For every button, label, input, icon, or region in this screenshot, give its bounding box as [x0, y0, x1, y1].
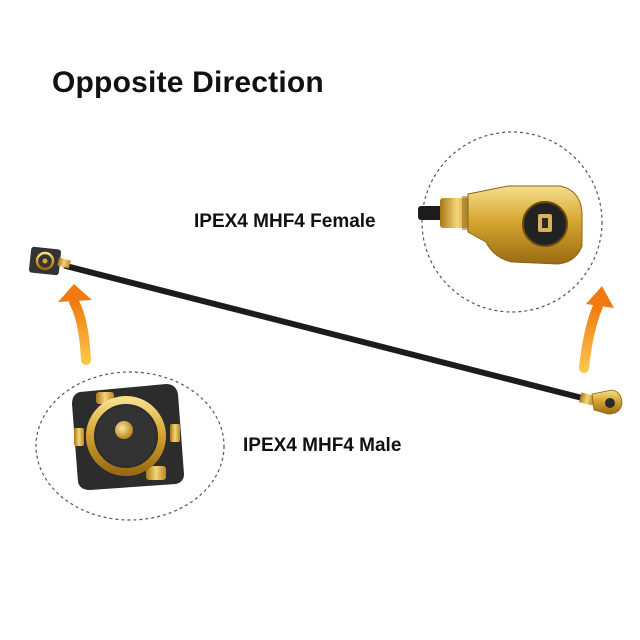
page-title: Opposite Direction [52, 66, 324, 99]
male-center-pin [115, 421, 133, 439]
female-callout [418, 131, 603, 313]
female-connector-label: IPEX4 MHF4 Female [194, 211, 376, 232]
male-gold-ring [86, 396, 166, 476]
coax-cable [29, 246, 623, 415]
cable-line [63, 263, 593, 403]
arrow-up-left-icon [58, 284, 92, 365]
arrow-up-right-icon [579, 286, 614, 373]
male-callout [35, 371, 225, 521]
male-connector-label: IPEX4 MHF4 Male [243, 435, 402, 456]
